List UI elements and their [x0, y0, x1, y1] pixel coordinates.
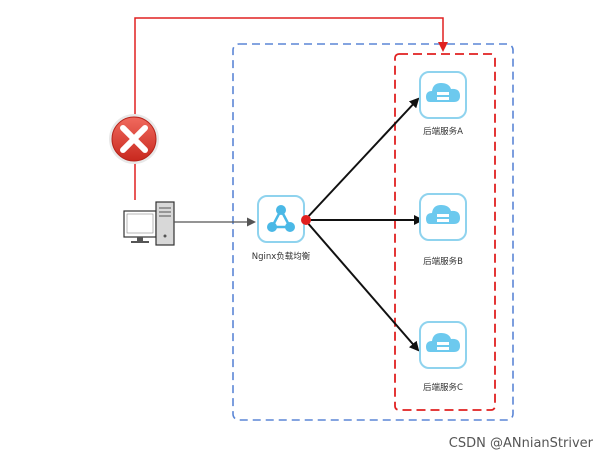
backend-a-label: 后端服务A: [423, 127, 463, 137]
client-direct-to-backend-path: [134, 17, 448, 200]
backend-group-boundary: [394, 53, 496, 411]
watermark: CSDN @ANnianStriver: [448, 436, 593, 451]
backend-b-label: 后端服务B: [423, 257, 463, 267]
backend-c-label: 后端服务C: [423, 383, 463, 393]
load-balancer-icon: [257, 195, 305, 243]
cloud-server-icon: [419, 193, 467, 241]
nginx-to-backend-c-arrow: [305, 220, 420, 352]
nginx-to-backend-a-arrow: [305, 97, 420, 220]
cloud-server-icon: [419, 321, 467, 369]
nginx-cluster-boundary: [232, 43, 514, 421]
cloud-server-icon: [419, 71, 467, 119]
nginx-output-junction-dot: [301, 215, 311, 225]
nginx-label: Nginx负载均衡: [251, 252, 311, 262]
desktop-computer-icon: [123, 201, 175, 246]
blocked-x-icon: [109, 114, 159, 164]
